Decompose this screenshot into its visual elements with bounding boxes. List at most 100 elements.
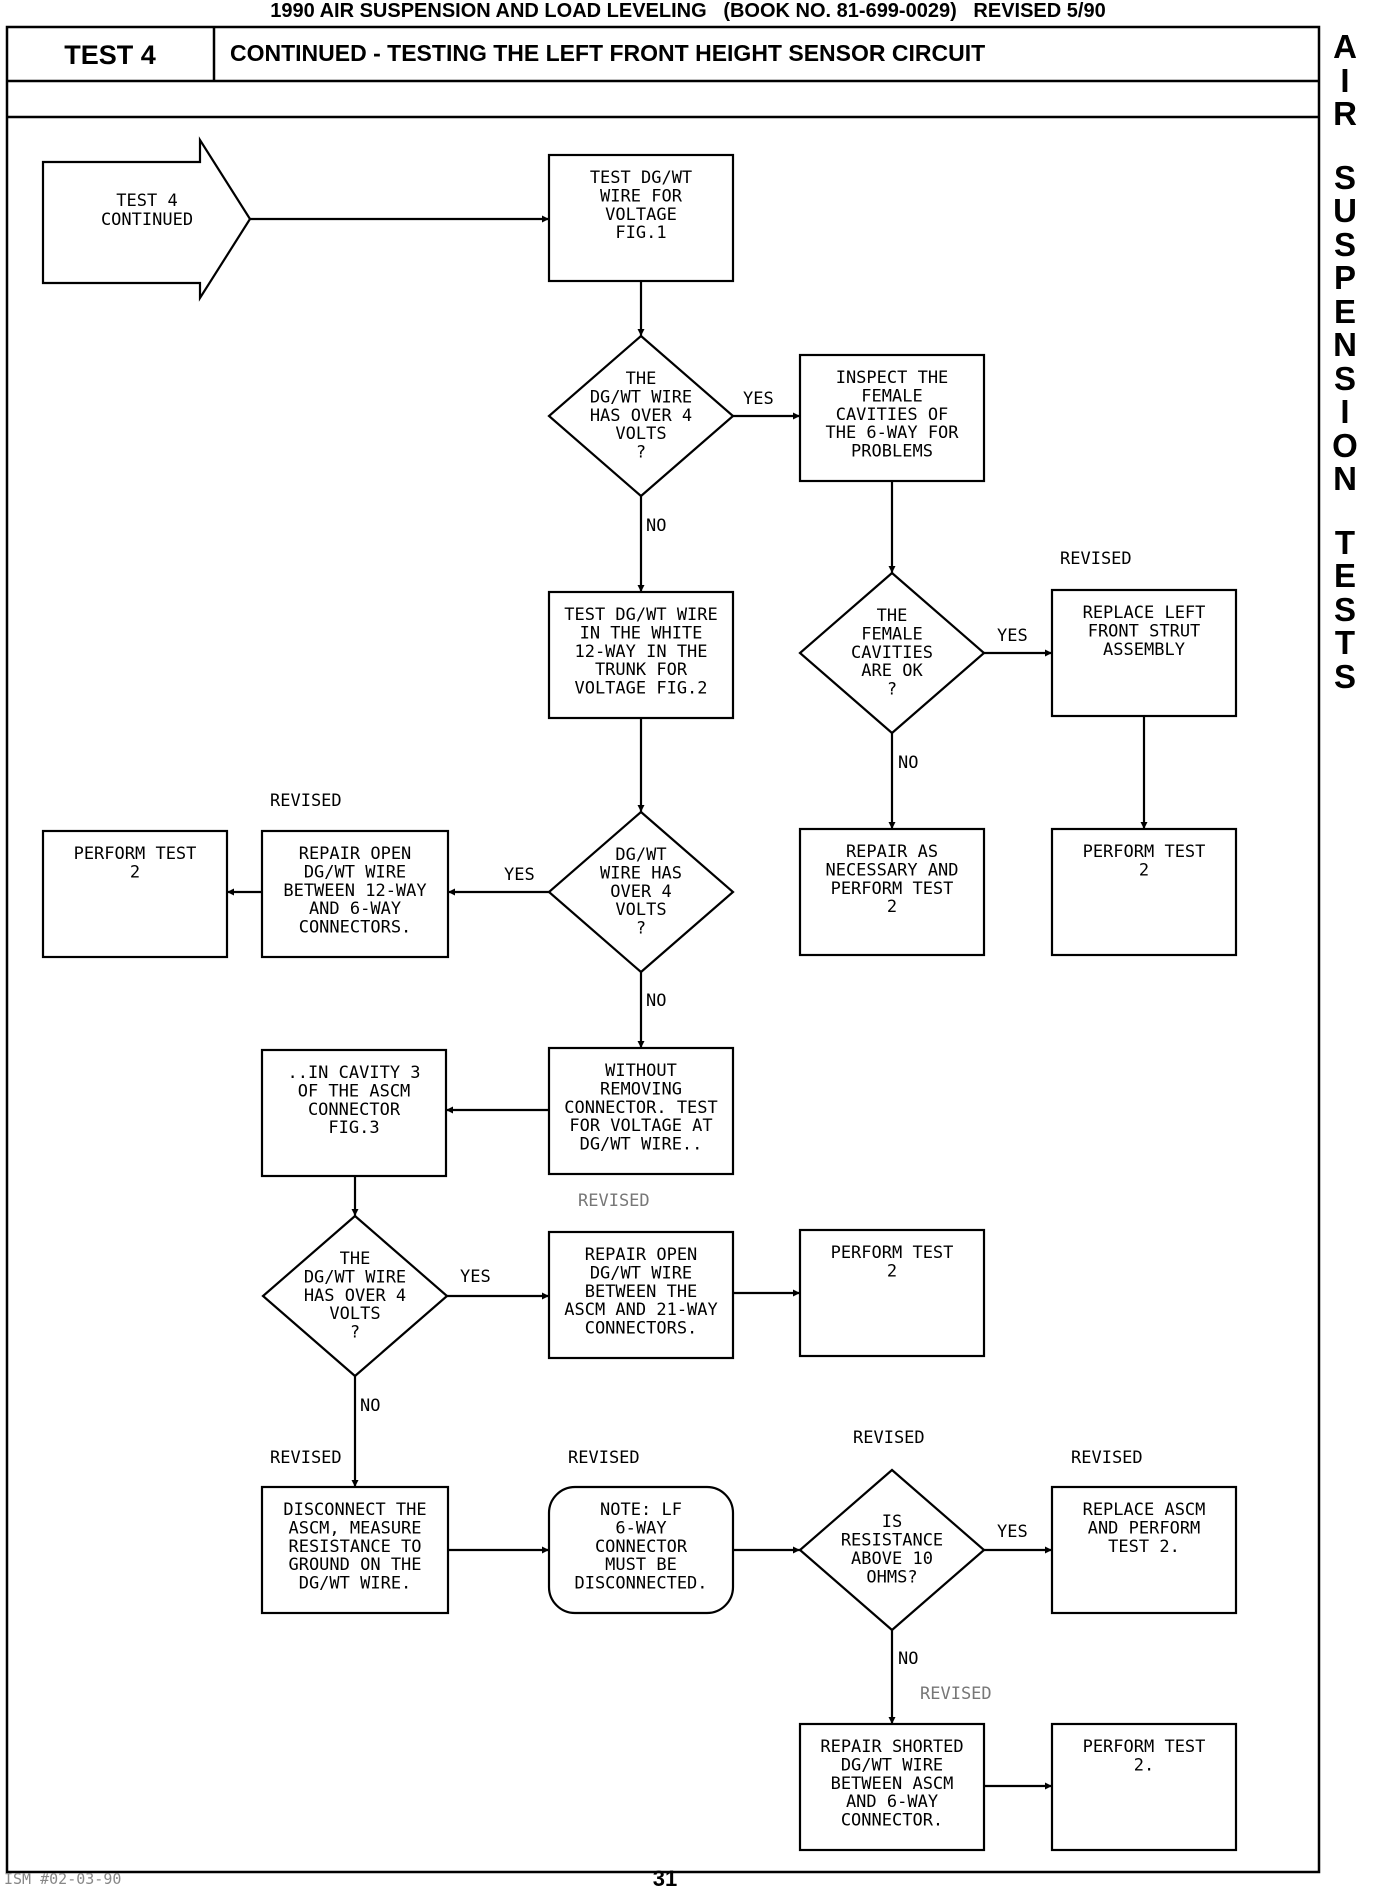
side-tab-letter: S [1333, 225, 1356, 263]
revised-label: REVISED [270, 791, 342, 811]
node-text-line: VOLTAGE [605, 205, 677, 225]
node-text-line: PERFORM TEST [74, 844, 197, 864]
node-text-line: FEMALE [861, 386, 922, 406]
node-text-line: CONNECTOR [595, 1537, 688, 1557]
side-tab-letter: U [1333, 192, 1357, 229]
node-text-line: 12-WAY IN THE [574, 642, 707, 662]
node-text-line: CAVITIES OF [836, 405, 949, 425]
yes-label: YES [743, 389, 774, 409]
entry-arrow [41, 136, 252, 302]
node-text-line: DG/WT WIRE. [299, 1574, 412, 1594]
node-text-line: INSPECT THE [836, 368, 949, 388]
node-text-line: REPAIR SHORTED [820, 1737, 963, 1757]
node-text-line: THE [626, 369, 657, 389]
node-text-line: IN THE WHITE [580, 623, 703, 643]
node-text-line: ? [350, 1323, 360, 1343]
node-text-line: DISCONNECTED. [574, 1574, 707, 1594]
node-text-line: AND PERFORM [1088, 1518, 1201, 1538]
page-number: 31 [652, 1866, 678, 1891]
node-text-line: OF THE ASCM [298, 1081, 411, 1101]
entry-arrow-line: CONTINUED [101, 210, 193, 230]
node-text-line: BETWEEN THE [585, 1282, 698, 1302]
node-text-line: NECESSARY AND [825, 860, 958, 880]
node-text-line: WITHOUT [605, 1061, 677, 1081]
side-tab-letter: N [1333, 326, 1357, 363]
document-header: 1990 AIR SUSPENSION AND LOAD LEVELING (B… [270, 0, 1106, 22]
node-text-line: OVER 4 [610, 882, 671, 902]
footer-code: ISM #02-03-90 [4, 1870, 122, 1888]
entry-arrow-line: TEST 4 [116, 191, 177, 211]
yes-label: YES [460, 1267, 491, 1287]
revised-label: REVISED [578, 1191, 650, 1211]
node-text-line: ? [636, 919, 646, 939]
node-text-line: 2. [1134, 1755, 1154, 1775]
node-text-line: DG/WT WIRE [590, 387, 692, 407]
node-text-line: IS [882, 1512, 902, 1532]
no-label: NO [898, 753, 918, 773]
node-text-line: 2 [887, 897, 897, 917]
test-label: TEST 4 [64, 40, 156, 70]
node-text-line: VOLTS [615, 424, 666, 444]
node-text-line: BETWEEN ASCM [831, 1774, 954, 1794]
page-frame [5, 25, 1321, 1874]
node-text-line: HAS OVER 4 [304, 1286, 406, 1306]
node-text-line: REPAIR OPEN [299, 844, 412, 864]
node-text-line: CONNECTORS. [585, 1319, 698, 1339]
side-tab-letter: P [1333, 259, 1356, 296]
node-text-line: HAS OVER 4 [590, 406, 692, 426]
side-tab-letter: S [1333, 657, 1356, 695]
yes-label: YES [997, 626, 1028, 646]
side-tab-letter: N [1333, 460, 1357, 497]
node-text-line: RESISTANCE TO [288, 1537, 421, 1557]
node-text-line: CONNECTOR. TEST [564, 1098, 718, 1118]
no-label: NO [646, 991, 666, 1011]
node-text-line: GROUND ON THE [288, 1555, 421, 1575]
revised-label: REVISED [853, 1428, 925, 1448]
node-text-line: MUST BE [605, 1555, 677, 1575]
node-text-line: DG/WT WIRE [304, 862, 406, 882]
node-text-line: DG/WT WIRE [590, 1263, 692, 1283]
revised-label: REVISED [270, 1448, 342, 1468]
node-text-line: DG/WT WIRE.. [580, 1135, 703, 1155]
node-text-line: 6-WAY [615, 1518, 666, 1538]
node-text-line: ASCM AND 21-WAY [564, 1300, 718, 1320]
side-tab-letter: S [1333, 359, 1356, 397]
node-text-line: THE 6-WAY FOR [825, 423, 959, 443]
side-tab-letter: A [1333, 28, 1357, 65]
node-text-line: OHMS? [866, 1567, 917, 1587]
node-text-line: CONNECTORS. [299, 918, 412, 938]
node-text-line: FIG.3 [328, 1118, 379, 1138]
node-text-line: CONNECTOR [308, 1100, 401, 1120]
node-text-line: PROBLEMS [851, 442, 933, 462]
node-text-line: ABOVE 10 [851, 1549, 933, 1569]
side-tab-letter: T [1334, 624, 1356, 661]
node-text-line: 2 [1139, 860, 1149, 880]
node-text-line: PERFORM TEST [831, 879, 954, 899]
revised-label: REVISED [1071, 1448, 1143, 1468]
side-tab-letter: I [1340, 393, 1350, 430]
node-text-line: AND 6-WAY [309, 899, 401, 919]
side-tab-letter: E [1333, 557, 1356, 594]
node-text-line: ? [887, 680, 897, 700]
no-label: NO [646, 516, 666, 536]
node-text-line: DG/WT [615, 845, 666, 865]
node-text-line: ..IN CAVITY 3 [287, 1063, 420, 1083]
node-text-line: REMOVING [600, 1079, 682, 1099]
node-text-line: REPLACE ASCM [1083, 1500, 1206, 1520]
node-text-line: BETWEEN 12-WAY [283, 881, 426, 901]
